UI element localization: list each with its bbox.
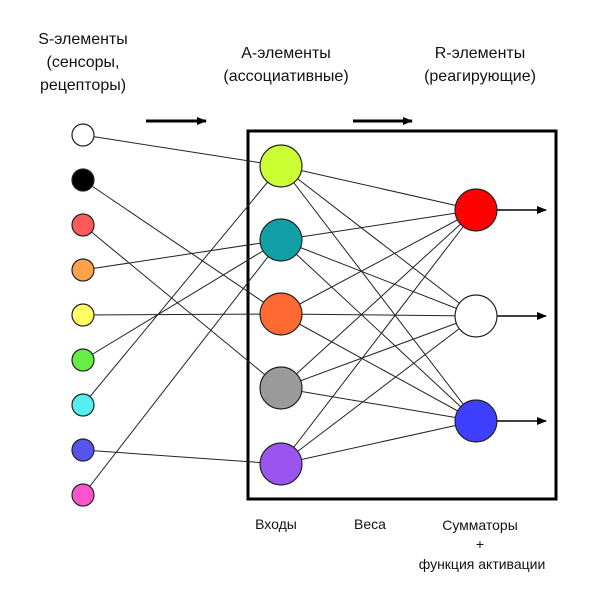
summators-label: Сумматоры: [442, 517, 518, 533]
a-node-1: [259, 218, 303, 262]
edge-s0-a0: [82, 134, 282, 167]
a-node-3: [259, 366, 303, 410]
a-node-2: [259, 292, 303, 336]
s-node-0: [71, 123, 95, 147]
s-node-1: [71, 168, 95, 192]
s-node-7: [71, 438, 95, 462]
edge-a1-r0: [280, 209, 477, 241]
activation-function-label: функция активации: [418, 556, 546, 572]
r-node-1: [454, 294, 498, 338]
edge-s3-a1: [82, 239, 282, 271]
edge-a4-r2: [280, 420, 477, 465]
edge-s6-a0: [82, 165, 282, 406]
edge-a0-r2: [280, 165, 477, 422]
edge-s4-a2: [82, 313, 282, 316]
edge-a0-r0: [280, 165, 477, 211]
edge-s1-a2: [82, 179, 282, 315]
edge-a2-r1: [280, 313, 477, 317]
a-node-4: [259, 442, 303, 486]
r-elements-header: R-элементы (реагирующие): [424, 45, 536, 85]
edge-s2-a3: [82, 224, 282, 389]
edge-a4-r1: [280, 315, 477, 465]
edge-a2-r2: [280, 313, 477, 422]
s-node-3: [71, 258, 95, 282]
edge-a1-r1: [280, 239, 477, 317]
a-node-0: [259, 144, 303, 188]
edge-a3-r1: [280, 315, 477, 389]
neurons: [71, 123, 498, 507]
output-arrows: [497, 206, 547, 425]
plus-label: +: [475, 536, 485, 552]
edge-a1-r2: [280, 239, 477, 422]
edge-s5-a1: [82, 239, 282, 361]
s-node-8: [71, 483, 95, 507]
edge-a4-r0: [280, 209, 477, 465]
weights-label: Веса: [354, 516, 386, 532]
s-node-4: [71, 303, 95, 327]
edge-a3-r0: [280, 209, 477, 389]
edge-a2-r0: [280, 209, 477, 315]
hidden-layer-box: [246, 129, 558, 501]
s-node-6: [71, 393, 95, 417]
inputs-label: Входы: [255, 516, 297, 532]
edge-a0-r1: [280, 165, 477, 317]
connections: [82, 134, 477, 496]
a-elements-header: A-элементы (ассоциативные): [223, 45, 349, 85]
s-node-2: [71, 213, 95, 237]
edge-s8-a1: [82, 239, 282, 496]
r-node-0: [454, 188, 498, 232]
r-node-2: [454, 399, 498, 443]
edge-a3-r2: [280, 387, 477, 422]
s-node-5: [71, 348, 95, 372]
s-elements-header: S-элементы (сенсоры, рецепторы): [38, 31, 128, 94]
